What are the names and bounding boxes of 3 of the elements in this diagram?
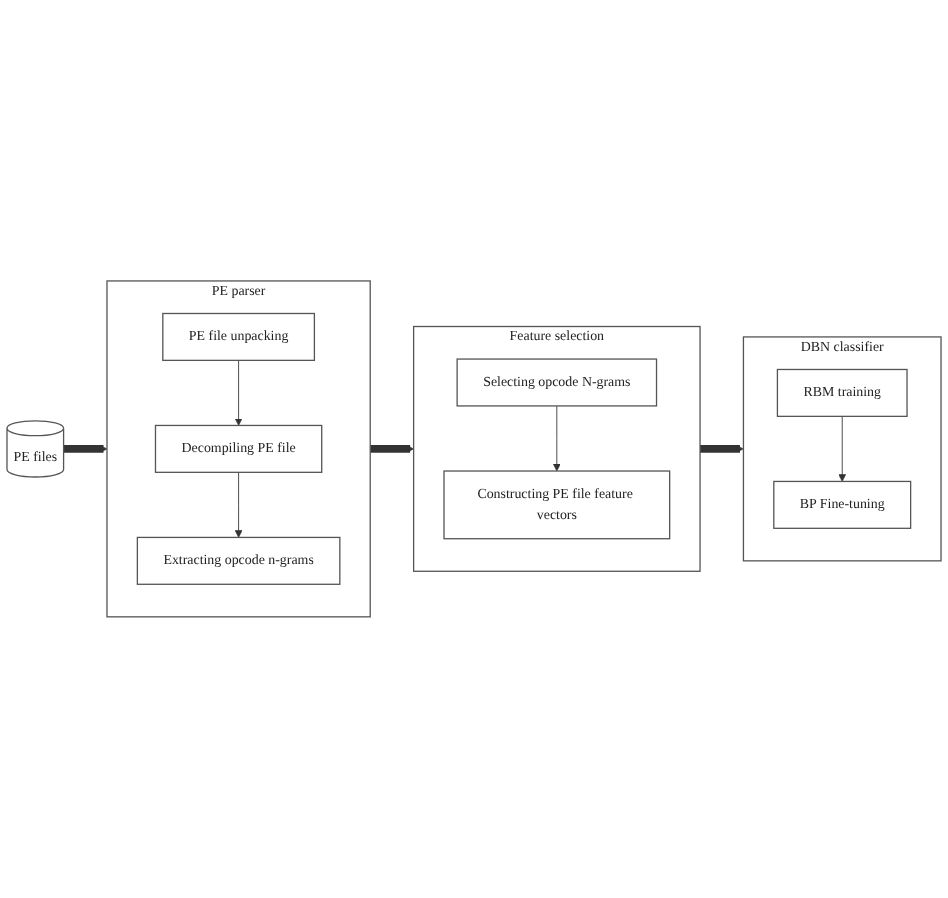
arrow — [63, 445, 108, 453]
arrow — [370, 445, 414, 453]
arrow — [700, 445, 744, 453]
